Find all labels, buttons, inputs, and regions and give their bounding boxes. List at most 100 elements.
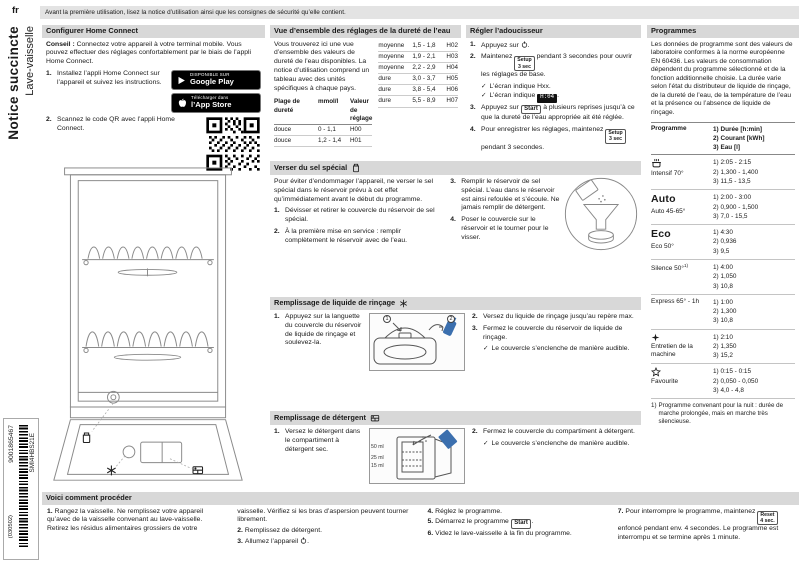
section-programmes: Programmes Les données de programme sont… xyxy=(647,25,799,488)
salt-title: Verser du sel spécial xyxy=(274,162,348,172)
salt-step-3: 3. Remplir le réservoir de sel spécial. … xyxy=(450,178,560,212)
product-title-vertical: Lave-vaisselle xyxy=(24,26,36,96)
hardness-row: douce 0 - 1,1 H00 xyxy=(274,125,373,137)
section-special-salt: Verser du sel spécial Pour éviter d’endo… xyxy=(270,161,641,294)
procedure-step-5: 5.Démarrez le programme Start. xyxy=(428,518,604,529)
hardness-row: moyenne 2,2 - 2,9 H04 xyxy=(378,63,458,75)
barcode-block: 9001865467 (030502) SMI4HBS21E xyxy=(3,418,39,560)
salt-icon xyxy=(82,432,91,444)
programmes-table-header: Programme 1) Durée [h:min] 2) Courant [k… xyxy=(651,123,795,156)
doc-title-vertical: Notice succincte xyxy=(6,26,21,140)
language-code: fr xyxy=(12,5,19,16)
dose-label-25: 25 ml xyxy=(371,455,384,461)
hardness-table-left: Plage de dureté mmol/l Valeur de réglage… xyxy=(274,97,373,148)
program-row-intensive: Intensif 70° 1) 2:05 - 2:15 2) 1,300 - 1… xyxy=(651,155,795,191)
softener-header: Régler l’adoucisseur xyxy=(466,25,641,38)
programmes-table: Programme 1) Durée [h:min] 2) Courant [k… xyxy=(651,121,795,400)
checkmark-icon: ✓ xyxy=(483,439,489,447)
softener-title: Régler l’adoucisseur xyxy=(470,26,543,35)
detergent-step-2: 2. Fermez le couvercle du compartiment à… xyxy=(472,428,635,435)
procedure-step-3: 3.Allumez l’appareil . xyxy=(237,538,309,545)
rinse-step-2: 2. Versez du liquide de rinçage jusqu’au… xyxy=(472,313,634,320)
start-key: Start xyxy=(520,104,542,115)
badge-store-name: Google Play xyxy=(190,77,234,87)
checkmark-icon: ✓ xyxy=(481,92,487,100)
procedure-title: Voici comment procéder xyxy=(46,493,132,502)
tip-label: Conseil : xyxy=(46,40,75,48)
home-connect-tip: Conseil : Connectez votre appareil à vot… xyxy=(46,41,261,67)
apple-icon xyxy=(177,98,187,108)
rinse-result: ✓ Le couvercle s’enclenche de manière au… xyxy=(483,345,630,353)
home-connect-title: Configurer Home Connect xyxy=(46,26,138,35)
procedure-step-2: 2.Remplissez de détergent. xyxy=(237,526,322,534)
softener-step-1: 1. Appuyez sur . xyxy=(470,40,530,49)
detergent-icon xyxy=(192,466,204,475)
dose-label-15: 15 ml xyxy=(371,463,384,469)
softener-step-3: 3. Appuyez sur Start à plusieurs reprise… xyxy=(470,103,635,122)
dose-label-50: 50 ml xyxy=(371,444,384,450)
programmes-footnote: 1) Programme convenant pour la nuit : du… xyxy=(651,402,784,426)
salt-filling-illustration xyxy=(564,177,638,251)
hardness-row: moyenne 1,9 - 2,1 H03 xyxy=(378,52,458,63)
hardness-table-header: Plage de dureté mmol/l Valeur de réglage xyxy=(274,97,372,125)
softener-result-1: ✓ L’écran indique Hxx. xyxy=(481,82,551,90)
detergent-header: Remplissage de détergent xyxy=(270,411,641,425)
program-row-silence: Silence 50°1) 1) 4:00 2) 1,050 3) 10,8 xyxy=(651,260,795,295)
section-detergent: Remplissage de détergent 1. Versez le dé… xyxy=(270,411,641,489)
detergent-step-1: 1. Versez le détergent dans le compartim… xyxy=(274,428,361,453)
hardness-header: Vue d’ensemble des réglages de la dureté… xyxy=(270,25,461,38)
program-row-machine-care: Entretien de la machine 1) 2:10 2) 1,350… xyxy=(651,330,795,365)
procedure-steps: 1.Rangez la vaisselle. Ne remplissez vot… xyxy=(42,505,799,550)
home-connect-step-2: 2. Scannez le code QR avec l’appli Home … xyxy=(46,116,175,132)
rinse-step-3: 3. Fermez le couvercle du réservoir de l… xyxy=(472,324,623,341)
hardness-row: moyenne 1,5 - 1,8 H02 xyxy=(378,41,458,52)
procedure-header: Voici comment procéder xyxy=(42,492,799,505)
checkmark-icon: ✓ xyxy=(483,345,489,353)
rinse-aid-icon xyxy=(399,299,408,308)
procedure-step-1: 1.Rangez la vaisselle. Ne remplissez vot… xyxy=(47,507,409,533)
salt-step-2: 2. À la première mise en service : rempl… xyxy=(274,228,408,244)
programmes-header: Programmes xyxy=(647,25,799,38)
section-rinse-aid: Remplissage de liquide de rinçage 1. App… xyxy=(270,297,641,408)
home-connect-header: Configurer Home Connect xyxy=(42,25,265,38)
start-key: Start xyxy=(510,518,532,529)
intensive-pot-icon xyxy=(651,158,662,169)
softener-result-2: ✓ L’écran indique H:04. xyxy=(481,92,637,103)
salt-header: Verser du sel spécial xyxy=(270,161,641,175)
salt-step-1: 1. Dévisser et retirer le couvercle du r… xyxy=(274,207,435,224)
salt-step-4: 4. Poser le couvercle sur le réservoir e… xyxy=(450,216,549,241)
model-number: SMI4HBS21E xyxy=(29,433,36,473)
program-row-eco: Eco Eco 50° 1) 4:30 2) 0,936 3) 9,5 xyxy=(651,225,795,260)
google-play-badge: DISPONIBLE SUR Google Play xyxy=(171,70,261,90)
rinse-aid-header: Remplissage de liquide de rinçage xyxy=(270,297,641,310)
program-row-favourite: Favourite 1) 0:15 - 0:15 2) 0,050 - 0,05… xyxy=(651,364,795,400)
checkmark-icon: ✓ xyxy=(481,82,487,90)
hardness-row: dure 5,5 - 8,9 H07 xyxy=(378,96,458,108)
hardness-row: dure 3,0 - 3,7 H05 xyxy=(378,74,458,86)
salt-intro: Pour éviter d’endommager l’appareil, ne … xyxy=(274,178,434,203)
procedure-step-7: 7.Pour interrompre le programme, mainten… xyxy=(617,507,779,541)
hardness-table-right: moyenne 1,5 - 1,8 H02 moyenne 1,9 - 2,1 … xyxy=(378,41,458,108)
order-number: 9001865467 xyxy=(8,425,15,463)
badge-store-name: l’App Store xyxy=(191,100,232,110)
store-badges: DISPONIBLE SUR Google Play Télécharger d… xyxy=(171,70,261,113)
rinse-step-1: 1. Appuyez sur la languette du couvercle… xyxy=(274,313,362,347)
programmes-title: Programmes xyxy=(651,26,697,35)
dishwasher-illustration xyxy=(53,167,243,481)
power-icon xyxy=(521,41,528,48)
machine-care-icon xyxy=(651,333,660,342)
hardness-title: Vue d’ensemble des réglages de la dureté… xyxy=(274,26,451,35)
print-code: (030502) xyxy=(8,515,14,539)
detergent-icon xyxy=(370,413,380,423)
badge-caption: DISPONIBLE SUR xyxy=(190,72,230,78)
detergent-result: ✓ Le couvercle s’enclenche de manière au… xyxy=(483,439,630,447)
callout-2: 2 xyxy=(447,315,455,323)
display-readout: H:04 xyxy=(537,93,558,103)
callout-1: 1 xyxy=(383,315,391,323)
home-connect-step-1: 1. Installez l’appli Home Connect sur l’… xyxy=(46,70,162,86)
first-use-note-text: Avant la première utilisation, lisez la … xyxy=(45,9,346,16)
